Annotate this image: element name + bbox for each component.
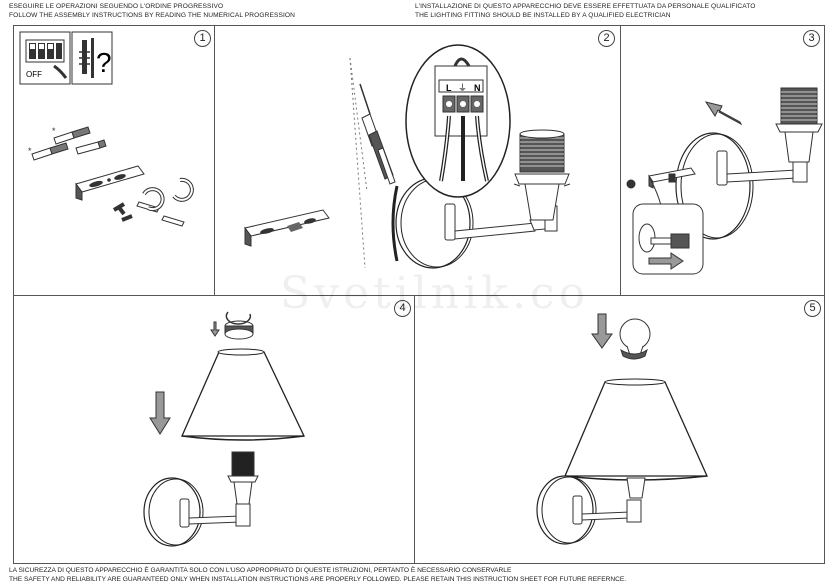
arrow-right-icon [648,252,684,270]
off-label: OFF [26,70,42,79]
lamp-holder-icon [513,129,571,221]
terminal-label-earth: ⏚ [458,83,467,94]
arrow-up-left-icon [704,101,743,126]
lamp-holder-icon [775,87,823,163]
step-4-illustration [143,311,306,547]
lamp-shade-icon [564,378,709,481]
screw-detail-callout [632,175,704,275]
header-left-italian: ESEGUIRE LE OPERAZIONI SEGUENDO L'ORDINE… [9,3,224,10]
terminal-label-live: L [446,83,452,93]
arrow-down-icon [591,313,613,349]
mounting-bracket-icon [244,209,330,247]
wall-plate-icon [536,475,597,545]
wall-plate-icon [143,477,204,547]
mounting-bracket-icon [75,165,145,201]
screwdriver-icon [359,83,396,185]
header-right-italian: L'INSTALLAZIONE DI QUESTO APPARECCHIO DE… [415,3,756,10]
header-right-english: THE LIGHTING FITTING SHOULD BE INSTALLED… [415,11,671,19]
step-3-illustration [626,87,823,275]
svg-text:*: * [28,146,32,156]
ring-nut-icon [224,311,254,340]
step-1-number: 1 [194,30,211,47]
step-2-number: 2 [598,30,615,47]
header-right: L'INSTALLAZIONE DI QUESTO APPARECCHIO DE… [415,3,825,20]
lamp-arm-icon [572,495,642,525]
lamp-holder-icon [626,477,646,499]
step-3-number: 3 [803,30,820,47]
wall-plate-icon [391,177,474,269]
step-1-illustration: OFF ? * * [19,31,194,227]
arrow-down-icon [210,321,220,337]
svg-text:*: * [52,126,56,136]
footer: LA SICUREZZA DI QUESTO APPARECCHIO È GAR… [9,567,824,584]
circuit-breaker-off-icon [19,31,71,85]
step-3-panel: 3 [620,25,825,296]
step-2-illustration: L ⏚ N [244,44,571,269]
footer-italian: LA SICUREZZA DI QUESTO APPARECCHIO È GAR… [9,567,512,574]
lamp-arm-icon [179,498,251,528]
lamp-arm-icon [444,203,558,241]
arrow-down-icon [149,391,171,435]
lamp-holder-icon [227,451,259,505]
step-4-number: 4 [394,300,411,317]
step-4-panel: 4 [13,295,415,564]
wiring-detail-callout [405,44,511,198]
lamp-shade-icon [181,348,306,441]
light-bulb-icon [619,318,651,360]
terminal-label-neutral: N [474,83,481,93]
step-1-panel: OFF ? * * [13,25,215,296]
step-5-illustration [536,313,709,545]
question-mark: ? [96,47,112,78]
mounting-bracket-icon [626,167,696,189]
step-5-number: 5 [804,300,821,317]
step-5-panel: 5 [414,295,825,564]
header-left: ESEGUIRE LE OPERAZIONI SEGUENDO L'ORDINE… [9,3,409,20]
step-2-panel: L ⏚ N 2 [214,25,621,296]
header-left-english: FOLLOW THE ASSEMBLY INSTRUCTIONS BY READ… [9,11,295,19]
footer-english: THE SAFETY AND RELIABILITY ARE GUARANTEE… [9,575,627,583]
tools-icon: ? [71,31,113,85]
wall-dowels-icon [31,126,107,161]
